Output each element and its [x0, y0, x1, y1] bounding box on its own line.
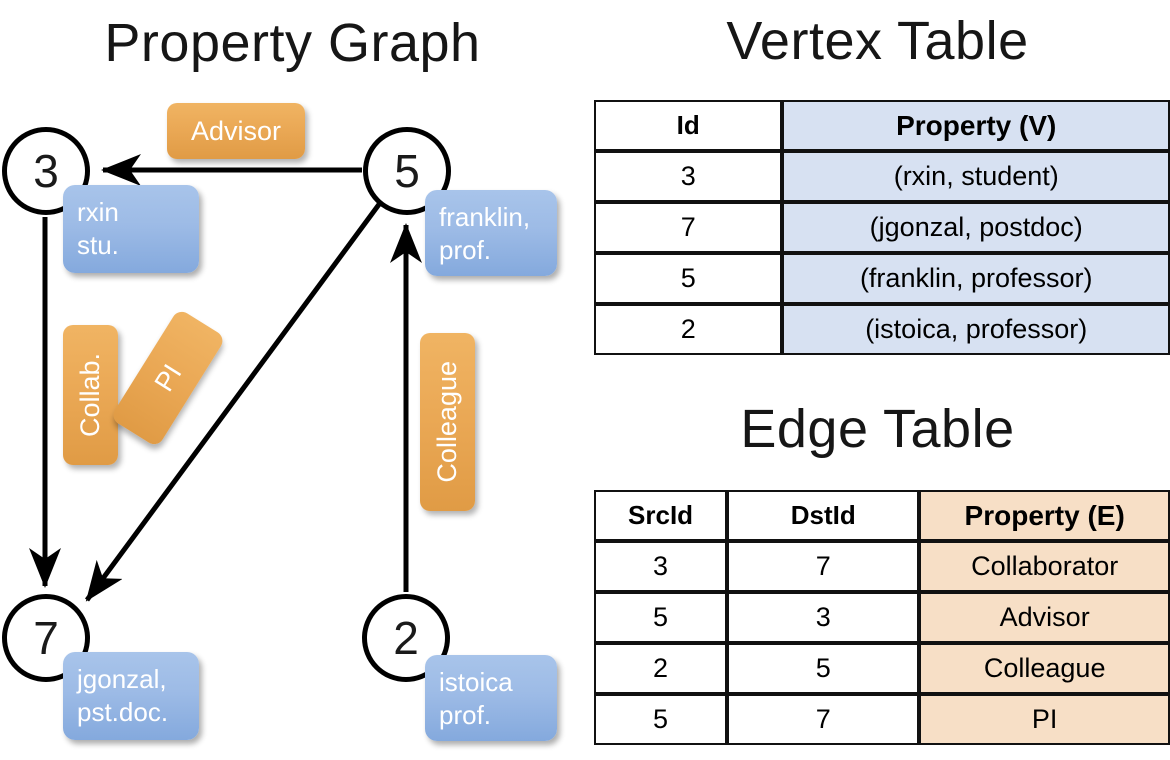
- edge-cell-srcid: 5: [594, 694, 728, 745]
- vertex-cell-id: 7: [594, 202, 783, 253]
- table-row: 2 5 Colleague: [594, 643, 1170, 694]
- property-line: istoica: [439, 667, 513, 697]
- property-line: jgonzal,: [77, 664, 167, 694]
- table-header-row: Id Property (V): [594, 100, 1170, 151]
- page-title-vertex-table: Vertex Table: [726, 11, 1029, 71]
- vertex-cell-id: 5: [594, 253, 783, 304]
- graph-edges-svg: [29, 154, 422, 602]
- graph-edge-pi: [84, 201, 383, 602]
- edge-cell-property: Colleague: [919, 643, 1170, 694]
- edge-table-header-property: Property (E): [919, 490, 1170, 541]
- table-row: 2 (istoica, professor): [594, 304, 1170, 355]
- edge-table: SrcId DstId Property (E) 3 7 Collaborato…: [594, 490, 1170, 745]
- graph-node-5-label: 5: [394, 145, 420, 197]
- vertex-table: Id Property (V) 3 (rxin, student) 7 (jgo…: [594, 100, 1170, 355]
- property-line: prof.: [439, 235, 492, 266]
- graph-node-2-property-bubble: istoica prof.: [425, 655, 557, 741]
- vertex-table-header-property: Property (V): [782, 100, 1170, 151]
- edge-cell-property: Advisor: [919, 592, 1170, 643]
- edge-cell-dstid: 7: [727, 694, 920, 745]
- edge-cell-dstid: 7: [727, 541, 920, 592]
- edge-label-text: PI: [148, 358, 188, 397]
- edge-cell-property: PI: [919, 694, 1170, 745]
- vertex-cell-id: 2: [594, 304, 783, 355]
- graph-node-3-label: 3: [33, 145, 59, 197]
- edge-cell-dstid: 5: [727, 643, 920, 694]
- edge-cell-srcid: 3: [594, 541, 728, 592]
- edge-cell-srcid: 5: [594, 592, 728, 643]
- property-line: pst.doc.: [77, 697, 169, 728]
- vertex-cell-property: (franklin, professor): [782, 253, 1170, 304]
- table-row: 5 (franklin, professor): [594, 253, 1170, 304]
- edge-cell-srcid: 2: [594, 643, 728, 694]
- property-line: franklin,: [439, 202, 531, 232]
- graph-node-7-label: 7: [33, 612, 59, 664]
- vertex-cell-property: (rxin, student): [782, 151, 1170, 202]
- page-title-edge-table: Edge Table: [740, 399, 1015, 459]
- graph-node-3-property-bubble: rxin stu.: [63, 185, 199, 273]
- graph-node-7-property-bubble: jgonzal, pst.doc.: [63, 652, 199, 740]
- graph-edge-label-colleague: Colleague: [420, 333, 475, 511]
- graph-node-2[interactable]: 2: [362, 594, 450, 682]
- graph-node-2-label: 2: [393, 612, 419, 664]
- edge-table-header-srcid: SrcId: [594, 490, 728, 541]
- vertex-cell-id: 3: [594, 151, 783, 202]
- graph-node-5[interactable]: 5: [363, 127, 451, 215]
- vertex-cell-property: (jgonzal, postdoc): [782, 202, 1170, 253]
- edge-label-text: Collab.: [75, 352, 105, 438]
- property-line: stu.: [77, 230, 119, 261]
- table-row: 5 7 PI: [594, 694, 1170, 745]
- property-line: prof.: [439, 700, 492, 731]
- edge-cell-property: Collaborator: [919, 541, 1170, 592]
- edge-cell-dstid: 3: [727, 592, 920, 643]
- graph-edge-label-collab: Collab.: [63, 325, 118, 465]
- table-row: 7 (jgonzal, postdoc): [594, 202, 1170, 253]
- table-header-row: SrcId DstId Property (E): [594, 490, 1170, 541]
- property-graph-diagram: 3 5 7 2 rxin stu. franklin, prof. jgonza…: [2, 103, 557, 741]
- vertex-table-header-id: Id: [594, 100, 783, 151]
- graph-node-5-property-bubble: franklin, prof.: [425, 190, 557, 276]
- page-title-property-graph: Property Graph: [104, 13, 481, 73]
- table-row: 5 3 Advisor: [594, 592, 1170, 643]
- property-line: rxin: [77, 197, 119, 227]
- vertex-cell-property: (istoica, professor): [782, 304, 1170, 355]
- graph-edge-label-advisor: Advisor: [167, 103, 305, 159]
- edge-table-header-dstid: DstId: [727, 490, 920, 541]
- table-row: 3 7 Collaborator: [594, 541, 1170, 592]
- table-row: 3 (rxin, student): [594, 151, 1170, 202]
- edge-label-text: Advisor: [190, 115, 282, 146]
- edge-label-text: Colleague: [432, 361, 462, 483]
